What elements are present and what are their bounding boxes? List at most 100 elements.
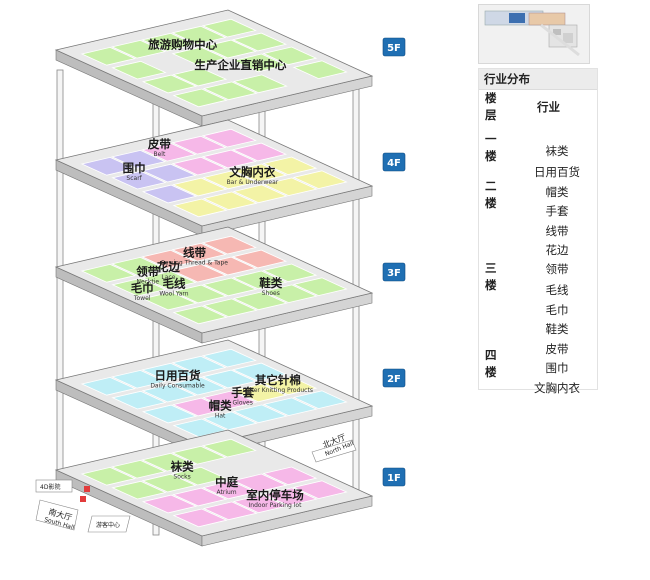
shop-cell	[141, 291, 198, 311]
shop-cell	[141, 452, 197, 472]
shop-cell	[232, 184, 288, 204]
slab-top	[54, 429, 374, 537]
zone-label-en: Scarf	[126, 175, 142, 182]
shop-cell	[171, 466, 227, 486]
floor-group-label: 二楼	[485, 179, 497, 210]
shop-cell	[202, 501, 258, 521]
shop-cell	[141, 404, 198, 424]
slab-top	[54, 119, 374, 227]
shop-cell	[262, 46, 318, 66]
industry-item: 花边	[545, 243, 569, 257]
floor-badge-2f[interactable]: 2F	[382, 368, 406, 388]
shop-cell	[202, 390, 258, 410]
shop-cell	[111, 390, 167, 410]
shop-cell	[171, 46, 227, 66]
shop-cell	[201, 348, 257, 368]
shop-cell	[80, 46, 137, 66]
zone-label-cn: 其它针棉	[255, 373, 301, 387]
svg-text:4F: 4F	[387, 158, 401, 169]
svg-text:3F: 3F	[387, 268, 401, 279]
zone-label-en: Socks	[173, 474, 190, 481]
shop-cell	[172, 305, 228, 325]
col-floor-header: 楼层	[485, 91, 497, 122]
svg-text:5F: 5F	[387, 43, 401, 54]
floor-badges: 5F 4F 3F 2F 1F	[382, 37, 406, 487]
shop-cell	[172, 508, 228, 528]
shop-cell	[231, 249, 288, 269]
shop-cell	[262, 284, 318, 304]
industry-item: 鞋类	[545, 322, 569, 336]
floor-badge-1f[interactable]: 1F	[382, 467, 406, 487]
shop-cell	[141, 249, 197, 269]
panel-title: 行业分布	[479, 69, 597, 90]
shop-cell	[110, 256, 167, 276]
shop-cell	[262, 156, 318, 176]
shop-cell	[80, 156, 137, 176]
shop-cell	[111, 60, 167, 80]
shop-cell	[201, 18, 257, 38]
shop-cell	[80, 466, 137, 486]
shop-cell	[171, 156, 227, 176]
zone-label-cn: 领带	[135, 265, 159, 279]
shop-cell	[141, 32, 197, 52]
shop-cell	[172, 198, 228, 218]
zone-label-en: Lace	[161, 274, 175, 281]
zone-label-en: Hat	[215, 413, 226, 420]
shop-cell	[80, 376, 137, 396]
shop-cell	[141, 362, 197, 382]
zone-label-en: Gloves	[233, 399, 253, 406]
industry-item: 毛巾	[545, 303, 569, 317]
zone-label-cn: 生产企业直销中心	[194, 58, 286, 72]
shop-cell	[292, 390, 348, 410]
shop-cell	[232, 494, 288, 514]
shop-cell	[111, 277, 167, 297]
shop-cell	[232, 404, 288, 424]
shop-cell	[201, 39, 257, 59]
shop-cell	[171, 242, 227, 262]
zone-label-cn: 毛线	[163, 277, 186, 291]
zone-label-cn: 文胸内衣	[229, 165, 275, 179]
shop-cell	[111, 170, 167, 190]
cinema-label: 4D影院	[40, 483, 60, 491]
shop-cell	[171, 135, 227, 155]
entrance-marker	[80, 496, 86, 502]
shop-cell	[171, 263, 227, 283]
zone-label-en: Shoes	[262, 290, 280, 297]
zone-label-en: Atrium	[217, 489, 237, 496]
zone-label-cn: 线带	[183, 246, 206, 260]
shop-cell	[202, 411, 258, 431]
shop-cell	[232, 473, 288, 493]
zone-label-en: Daily Consumable	[150, 383, 205, 390]
col-industry-header: 行业	[537, 100, 560, 114]
shop-cell	[232, 74, 288, 94]
industry-item: 线带	[545, 224, 569, 238]
slab-top	[54, 226, 374, 334]
shop-cell	[171, 376, 227, 396]
industry-item: 文胸内衣	[534, 381, 580, 395]
visitor-center-label: 游客中心	[96, 521, 120, 529]
shop-cell	[262, 487, 318, 507]
shop-cell	[110, 39, 167, 59]
shop-cell	[201, 438, 257, 458]
floor-badge-5f[interactable]: 5F	[382, 37, 406, 57]
zone-label-en: Other Knitting Products	[243, 387, 313, 394]
zone-label-en: Sewing Thread & Tape	[161, 260, 228, 267]
industry-item: 日用百货	[534, 165, 580, 179]
zone-label-en: Wool Yarn	[159, 291, 188, 298]
shop-cell	[292, 60, 348, 80]
floor-badge-3f[interactable]: 3F	[382, 262, 406, 282]
zone-label-cn: 旅游购物中心	[148, 38, 217, 52]
shop-cell	[202, 170, 258, 190]
zone-label-cn: 日用百货	[155, 369, 201, 383]
floor-badge-4f[interactable]: 4F	[382, 152, 406, 172]
shop-cell	[262, 263, 318, 283]
minimap	[478, 4, 590, 64]
zone-label-en: Towel	[133, 295, 151, 302]
shop-cell	[232, 53, 288, 73]
shop-cell	[262, 397, 318, 417]
shop-cell	[172, 177, 228, 197]
floor-group-label: 三楼	[485, 261, 497, 292]
shop-cell	[141, 184, 198, 204]
